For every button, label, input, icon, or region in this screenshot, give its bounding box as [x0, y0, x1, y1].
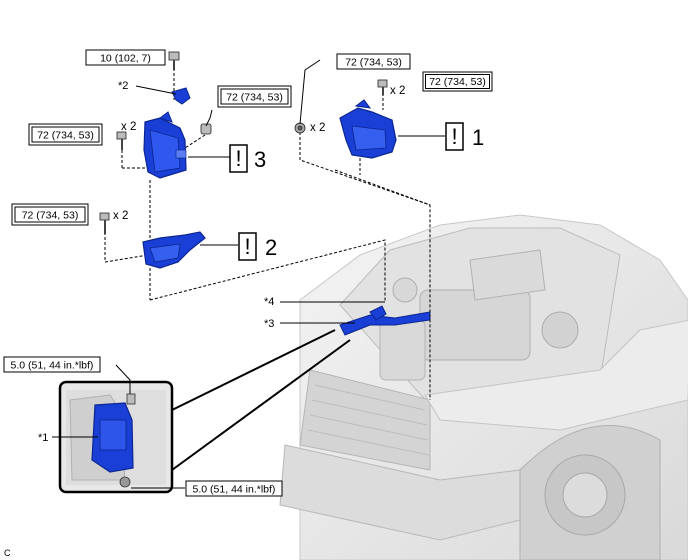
figure-code: C [4, 548, 11, 558]
engine-bay-illustration [279, 214, 688, 560]
torque-text-2: 72 (734, 53) [429, 76, 486, 88]
warning-icon: ! [451, 124, 457, 149]
fasteners [99, 51, 388, 234]
step-number-2: 2 [265, 235, 277, 260]
assembly-lines [104, 68, 431, 400]
callout-4: *4 [264, 296, 274, 308]
bracket-part-3 [143, 111, 187, 179]
torque-text-inset-bottom: 5.0 (51, 44 in.*lbf) [193, 484, 276, 496]
torque-label-2: 72 (734, 53) [422, 71, 493, 92]
torque-text-1: 72 (734, 53) [345, 57, 402, 69]
multiplier-2: x 2 [310, 122, 325, 134]
torque-text-3: 72 (734, 53) [226, 92, 283, 104]
step-number-1: 1 [472, 125, 484, 150]
torque-label-4: 72 (734, 53) [28, 123, 103, 146]
bracket-part-1 [339, 99, 397, 159]
multiplier-1: x 2 [390, 85, 405, 97]
torque-text-inset-top: 5.0 (51, 44 in.*lbf) [11, 360, 94, 372]
step-marker-2: ! 2 [238, 232, 277, 261]
torque-label-3: 72 (734, 53) [217, 85, 292, 108]
step-marker-3: ! 3 [229, 144, 266, 173]
torque-text-5: 72 (734, 53) [22, 210, 79, 222]
leader-lines [52, 59, 445, 489]
multiplier-4: x 2 [113, 210, 128, 222]
torque-label-top-bolt: 10 (102, 7) [85, 49, 166, 66]
multiplier-3: x 2 [121, 121, 136, 133]
torque-label-inset-bottom: 5.0 (51, 44 in.*lbf) [185, 480, 283, 497]
callout-3: *3 [264, 318, 274, 330]
warning-icon: ! [244, 234, 250, 259]
torque-label-1: 72 (734, 53) [336, 53, 411, 70]
bracket-small-part [171, 87, 191, 105]
bracket-part-2 [142, 231, 206, 269]
torque-label-inset-top: 5.0 (51, 44 in.*lbf) [3, 356, 101, 373]
warning-icon: ! [235, 146, 241, 171]
torque-text-top-bolt: 10 (102, 7) [100, 53, 151, 65]
callout-2: *2 [118, 80, 128, 92]
torque-label-5: 72 (734, 53) [11, 203, 89, 226]
torque-text-4: 72 (734, 53) [37, 130, 94, 142]
step-number-3: 3 [254, 147, 266, 172]
step-marker-1: ! 1 [445, 122, 484, 151]
callout-1: *1 [38, 432, 48, 444]
